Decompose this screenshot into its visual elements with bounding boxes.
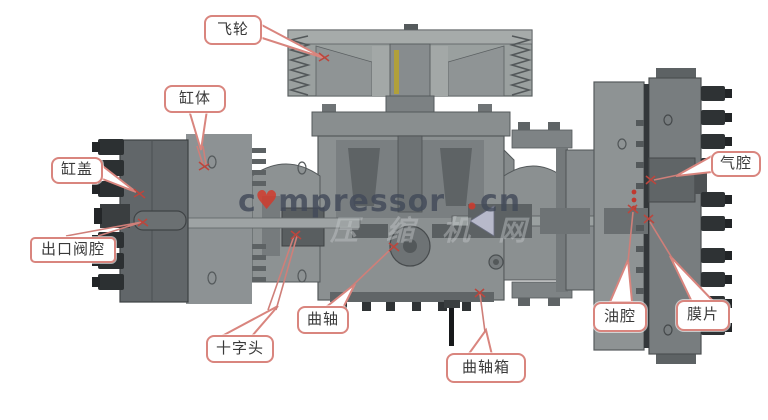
callout-crankcase: 曲轴箱 [446, 353, 526, 383]
arrow-cylinder-body [198, 161, 210, 171]
callout-oil-chamber: 油腔 [593, 302, 647, 332]
tail-crosshead [221, 305, 279, 337]
watermark-dot-icon [468, 202, 476, 210]
callout-crosshead: 十字头 [206, 335, 274, 363]
arrow-flywheel [318, 52, 330, 62]
oil-port-dot [631, 197, 637, 203]
arrow-crosshead [290, 230, 302, 240]
watermark-heart-icon: ♥ [255, 186, 278, 216]
arrow-crankshaft [388, 242, 400, 252]
crankcase-graphic [311, 104, 515, 346]
callout-outlet-valve-chamber: 出口阀腔 [30, 237, 116, 263]
arrow-gas-chamber [645, 175, 657, 185]
watermark-text-tld: cn [480, 184, 521, 219]
arrow-cylinder-head [133, 188, 146, 199]
callout-crankshaft: 曲轴 [297, 306, 349, 334]
leader-lines [65, 20, 717, 356]
callout-flywheel: 飞轮 [204, 15, 262, 45]
left-cylinder-body-graphic [179, 134, 361, 304]
callout-diaphragm: 膜片 [676, 300, 730, 331]
left-cylinder-head-graphic [92, 139, 189, 303]
flywheel-graphic [287, 24, 533, 119]
oil-port-dot [631, 189, 637, 195]
tail-outlet-valve-chamber [65, 221, 143, 237]
callout-cylinder-head: 缸盖 [51, 157, 103, 184]
tail-crankcase [466, 327, 494, 356]
watermark-ghost-text: 压缩机网 [329, 214, 554, 247]
arrow-diaphragm [643, 214, 655, 224]
watermark-text-lead: c [238, 184, 257, 219]
arrow-crankcase [474, 288, 486, 298]
arrow-oil-chamber [627, 204, 639, 214]
callout-cylinder-body: 缸体 [164, 85, 226, 113]
callout-gas-chamber: 气腔 [711, 151, 761, 177]
watermark: c ♥ mpressor cn 压缩机网 [238, 184, 554, 247]
right-cylinder-graphic [451, 122, 619, 306]
watermark-text-body: mpressor [278, 184, 445, 219]
arrow-outlet-valve-chamber [137, 218, 149, 227]
